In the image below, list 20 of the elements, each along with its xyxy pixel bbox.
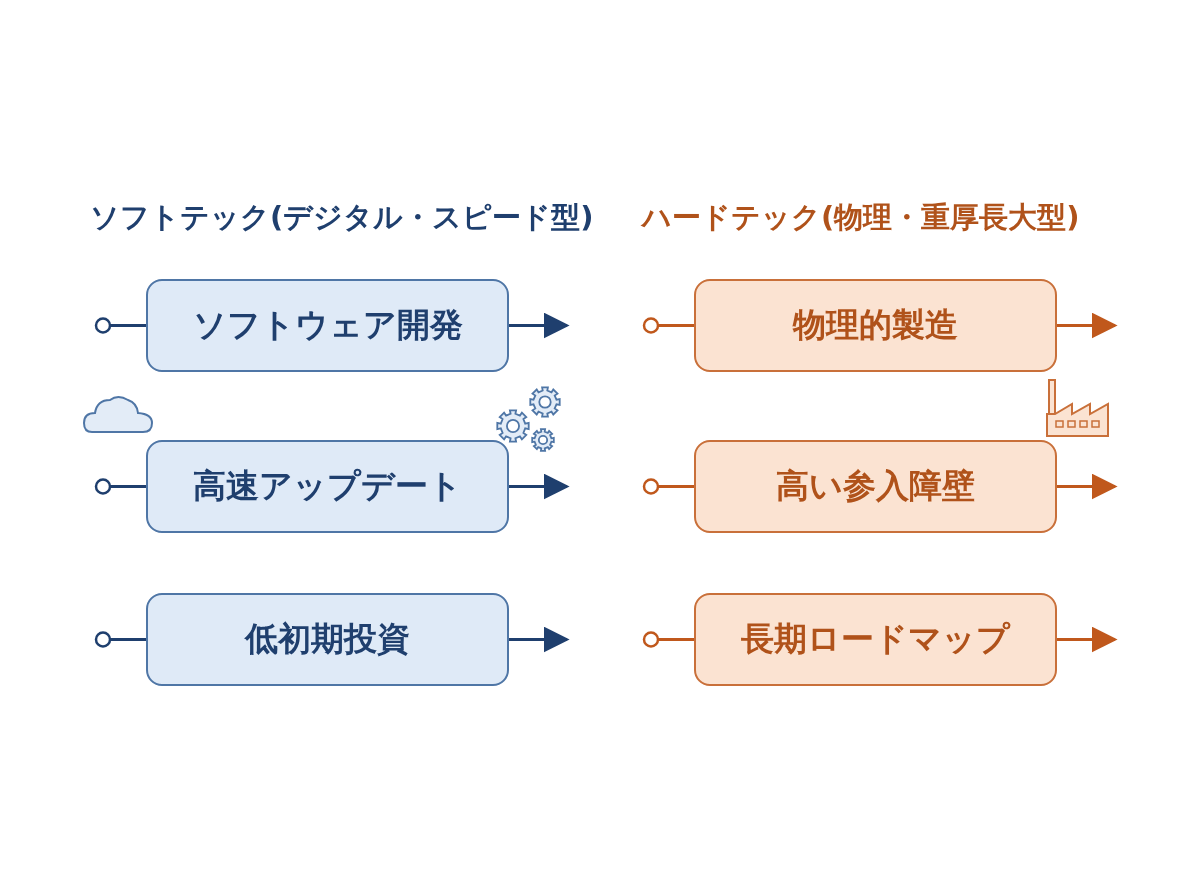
- process-box: 高い参入障壁: [694, 440, 1057, 533]
- connector-line: [642, 631, 694, 648]
- connector-line: [94, 317, 146, 334]
- arrow: [509, 626, 570, 653]
- process-box: 長期ロードマップ: [694, 593, 1057, 686]
- connector-line: [642, 478, 694, 495]
- column-heading: ハードテック(物理・重厚長大型): [642, 199, 1080, 236]
- arrow: [1057, 312, 1118, 339]
- arrow: [1057, 473, 1118, 500]
- connector-line: [642, 317, 694, 334]
- connector-line: [94, 478, 146, 495]
- arrow: [509, 473, 570, 500]
- process-box: ソフトウェア開発: [146, 279, 509, 372]
- process-box: 低初期投資: [146, 593, 509, 686]
- arrow: [1057, 626, 1118, 653]
- connector-line: [94, 631, 146, 648]
- process-box: 物理的製造: [694, 279, 1057, 372]
- column-heading: ソフトテック(デジタル・スピード型): [90, 199, 594, 236]
- process-box: 高速アップデート: [146, 440, 509, 533]
- arrow: [509, 312, 570, 339]
